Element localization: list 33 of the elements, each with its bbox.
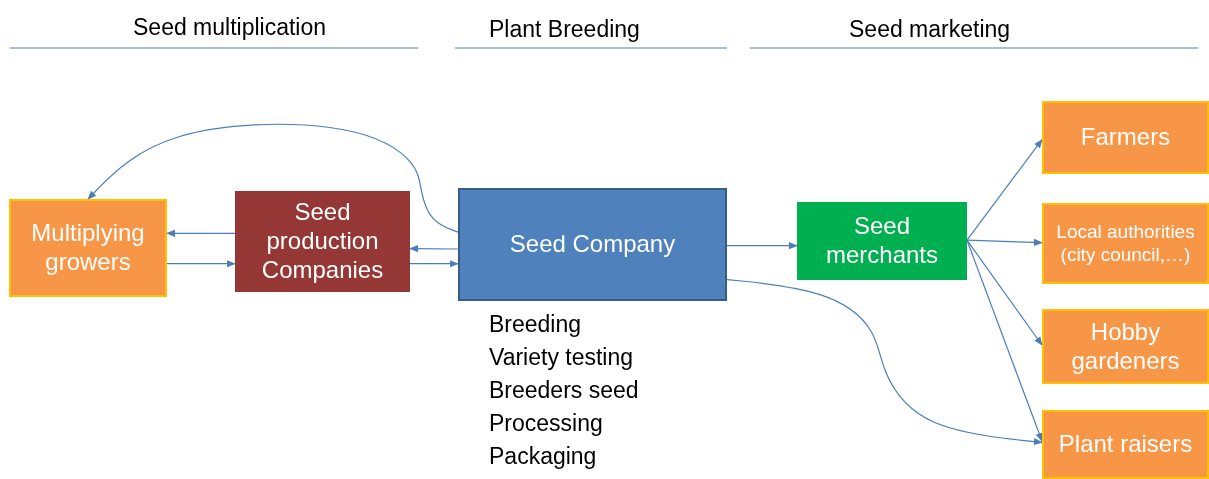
arrow [166, 260, 236, 268]
customer-box [1042, 410, 1209, 479]
node-label: Multiplying growers [30, 219, 146, 277]
section-heading: Plant Breeding [489, 16, 640, 43]
arrow [409, 245, 459, 253]
company-box [458, 188, 727, 301]
node-label: Hobby gardeners [1070, 317, 1181, 376]
node-label: Local authorities (city council,…) [1055, 220, 1196, 267]
node-label: Plant raisers [1058, 430, 1193, 459]
activity-text: Variety testing [489, 343, 634, 372]
activity-text: Processing [489, 409, 603, 438]
section-heading: Seed marketing [849, 16, 1011, 43]
customer-box [1042, 203, 1209, 284]
customer-box [1042, 101, 1209, 174]
arrow [726, 242, 798, 250]
activity-text: Breeding [489, 310, 582, 339]
arrow [966, 138, 1043, 241]
grower-box [9, 199, 167, 297]
activity-text: Packaging [489, 442, 597, 471]
activity-text: Breeders seed [489, 376, 639, 405]
arrow [966, 239, 1043, 346]
arrow [166, 229, 236, 237]
customer-box [1042, 309, 1209, 384]
merchant-box [797, 202, 967, 280]
arrow [726, 278, 1043, 446]
node-label: Seed Company [509, 230, 676, 259]
node-label: Seed merchants [824, 212, 939, 270]
node-label: Farmers [1080, 123, 1171, 152]
producer-box [235, 191, 410, 292]
arrow [409, 260, 459, 268]
section-heading: Seed multiplication [133, 14, 327, 41]
node-label: Seed production Companies [260, 198, 385, 285]
arrow [966, 238, 1043, 246]
